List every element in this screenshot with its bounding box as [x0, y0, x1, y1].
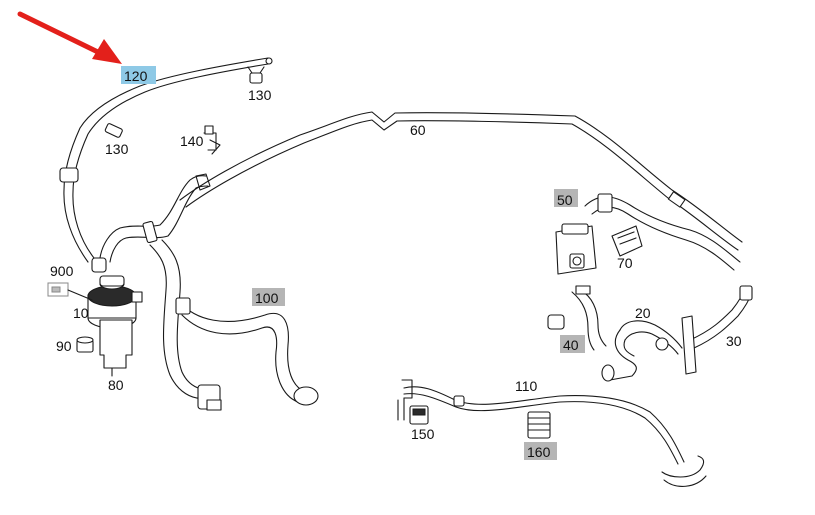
- label-130-left[interactable]: 130: [105, 141, 129, 157]
- part-40-hose[interactable]: [547, 285, 607, 351]
- clip-140[interactable]: [203, 125, 221, 155]
- part-50-valve[interactable]: [555, 223, 597, 275]
- part-120-pipe[interactable]: [59, 57, 273, 263]
- part-150-connector[interactable]: [409, 405, 429, 425]
- label-90[interactable]: 90: [56, 338, 72, 354]
- part-70-sensor[interactable]: [611, 225, 643, 257]
- label-120[interactable]: 120: [124, 68, 148, 84]
- label-160[interactable]: 160: [527, 444, 551, 460]
- label-40[interactable]: 40: [563, 337, 579, 353]
- label-50-highlight: [554, 189, 578, 207]
- part-90-nut[interactable]: [76, 336, 94, 353]
- part-30-hose[interactable]: [681, 285, 753, 375]
- label-30[interactable]: 30: [726, 333, 742, 349]
- label-150[interactable]: 150: [411, 426, 435, 442]
- part-100-hose[interactable]: [175, 297, 319, 406]
- part-60-hose[interactable]: [179, 111, 743, 251]
- hose-pump-upper[interactable]: [91, 175, 209, 273]
- label-120-highlight: [121, 66, 156, 84]
- part-160-clips[interactable]: [527, 411, 551, 439]
- label-100-highlight: [252, 288, 285, 306]
- label-80[interactable]: 80: [108, 377, 124, 393]
- label-50[interactable]: 50: [557, 192, 573, 208]
- label-20[interactable]: 20: [635, 305, 651, 321]
- red-arrow-icon: [17, 11, 122, 64]
- part-50-hose[interactable]: [584, 193, 741, 271]
- label-10[interactable]: 10: [73, 305, 89, 321]
- label-40-highlight: [560, 335, 585, 353]
- label-70[interactable]: 70: [617, 255, 633, 271]
- part-80-bracket[interactable]: [99, 319, 133, 377]
- part-110-line[interactable]: [397, 379, 707, 487]
- label-110[interactable]: 110: [515, 378, 538, 394]
- label-140[interactable]: 140: [180, 133, 204, 149]
- clip-130-top[interactable]: [247, 66, 265, 84]
- hose-pump-lower[interactable]: [149, 239, 222, 411]
- label-130-top[interactable]: 130: [248, 87, 272, 103]
- label-100[interactable]: 100: [255, 290, 279, 306]
- label-60[interactable]: 60: [410, 122, 426, 138]
- part-900-connector[interactable]: [47, 282, 93, 301]
- clip-130-left[interactable]: [104, 123, 123, 138]
- label-900[interactable]: 900: [50, 263, 74, 279]
- part-20-hose[interactable]: [601, 320, 683, 382]
- label-160-highlight: [524, 442, 557, 460]
